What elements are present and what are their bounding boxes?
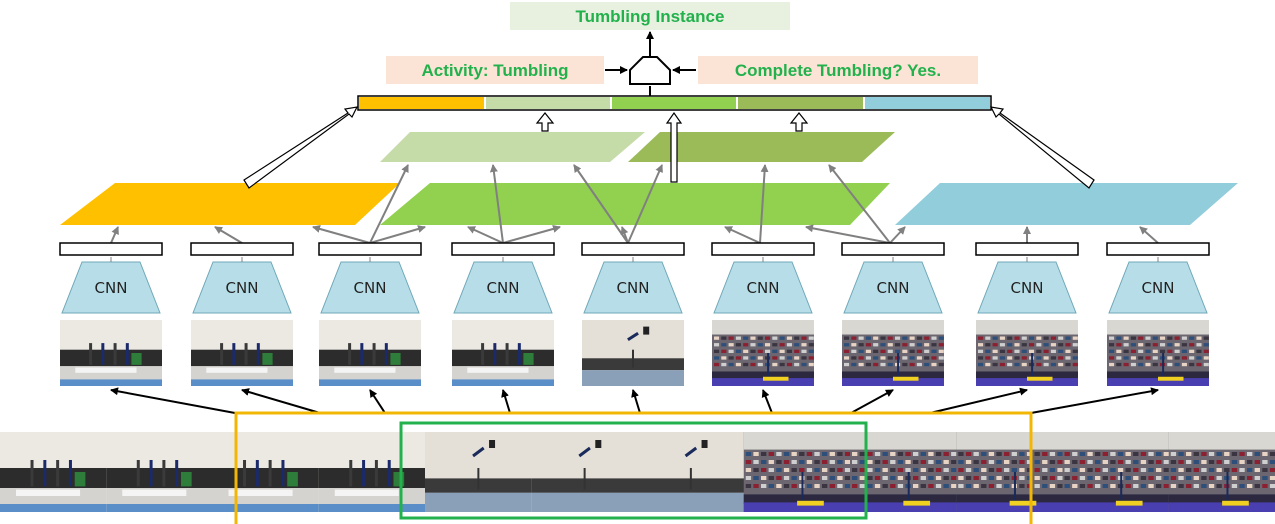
- feature-connections: [110, 164, 1159, 244]
- concat-segment-light-green: [486, 97, 610, 109]
- hollow-arrow-mid-green: [789, 112, 809, 132]
- cnn-label: CNN: [95, 279, 128, 297]
- plane-mid-green: [628, 132, 895, 162]
- cnn-label: CNN: [354, 279, 387, 297]
- cnn-block: CNN: [977, 257, 1077, 314]
- feature-boxes: [59, 242, 1210, 256]
- plane-orange: [60, 183, 400, 225]
- hollow-arrow-green: [665, 111, 683, 183]
- cnn-block: CNN: [61, 257, 161, 314]
- cnn-trapezoid: [977, 261, 1077, 314]
- feature-vector-box: [59, 242, 163, 256]
- gym-beam-scene: [319, 320, 421, 386]
- cnn-blocks: CNN CNN CNN CNN CNN CNN CNN CNN CNN: [61, 257, 1208, 314]
- feature-vector-box: [711, 242, 815, 256]
- concat-segment-green: [612, 97, 736, 109]
- arena-crowd-scene: [1062, 432, 1170, 512]
- feature-vector-box: [190, 242, 294, 256]
- gym-beam-scene: [452, 320, 554, 386]
- hollow-arrow-right: [989, 106, 1095, 189]
- arena-crowd-scene: [842, 320, 944, 386]
- sampling-arrow: [850, 389, 894, 414]
- arena-crowd-scene: [956, 432, 1063, 512]
- combiner-node: [629, 56, 671, 85]
- concat-segment-mid-green: [738, 97, 863, 109]
- arena-crowd-scene: [850, 432, 957, 512]
- gym-beam-scene: [0, 432, 107, 512]
- video-frame-strip: [0, 432, 1275, 512]
- feature-vector-box: [1106, 242, 1210, 256]
- activity-label-box: [386, 56, 604, 84]
- feature-vector-box: [451, 242, 555, 256]
- cnn-label: CNN: [1142, 279, 1175, 297]
- cnn-block: CNN: [843, 257, 943, 314]
- cnn-trapezoid: [192, 261, 292, 314]
- gym-flip-scene: [582, 320, 684, 386]
- instance-label: Tumbling Instance: [576, 7, 725, 26]
- feature-vector-box: [841, 242, 945, 256]
- orange-window: [234, 411, 1033, 524]
- cnn-trapezoid: [320, 261, 420, 314]
- cnn-block: CNN: [713, 257, 813, 314]
- cnn-label: CNN: [747, 279, 780, 297]
- cnn-label: CNN: [877, 279, 910, 297]
- arena-crowd-scene: [1107, 320, 1209, 386]
- cnn-trapezoid: [843, 261, 943, 314]
- sampling-arrow: [110, 387, 236, 414]
- cnn-block: CNN: [453, 257, 553, 314]
- gym-beam-scene: [60, 320, 162, 386]
- cnn-trapezoid: [61, 261, 161, 314]
- arena-crowd-scene: [712, 320, 814, 386]
- cnn-label: CNN: [617, 279, 650, 297]
- gym-beam-scene: [106, 432, 213, 512]
- concat-segment-blue: [865, 97, 990, 109]
- instance-label-box: [510, 2, 790, 30]
- hollow-arrow-light-green: [535, 112, 555, 132]
- gym-beam-scene: [318, 432, 426, 512]
- cnn-block: CNN: [1108, 257, 1208, 314]
- cnn-label: CNN: [487, 279, 520, 297]
- gym-flip-scene: [425, 432, 532, 512]
- sampling-arrow: [631, 389, 641, 414]
- sampling-arrow: [369, 389, 386, 414]
- cnn-block: CNN: [583, 257, 683, 314]
- plane-green: [380, 183, 890, 225]
- arena-crowd-scene: [1168, 432, 1275, 512]
- activity-label: Activity: Tumbling: [421, 61, 568, 80]
- cnn-block: CNN: [192, 257, 292, 314]
- frame-thumbnails: [60, 320, 1209, 386]
- gym-flip-scene: [531, 432, 638, 512]
- hollow-arrow-left: [243, 106, 359, 189]
- gym-flip-scene: [637, 432, 745, 512]
- sampling-arrows: [110, 387, 1159, 414]
- sampling-arrow: [1030, 387, 1159, 414]
- concat-feature-bar: [357, 95, 992, 111]
- feature-vector-box: [975, 242, 1079, 256]
- cnn-trapezoid: [583, 261, 683, 314]
- gym-beam-scene: [191, 320, 293, 386]
- cnn-trapezoid: [713, 261, 813, 314]
- cnn-label: CNN: [1011, 279, 1044, 297]
- concat-segment-orange: [359, 97, 484, 109]
- cnn-label: CNN: [226, 279, 259, 297]
- complete-label: Complete Tumbling? Yes.: [735, 61, 941, 80]
- sampling-arrow: [501, 389, 511, 414]
- cnn-trapezoid: [453, 261, 553, 314]
- plane-blue: [895, 183, 1238, 225]
- cnn-block: CNN: [320, 257, 420, 314]
- sampling-arrow: [929, 387, 1028, 414]
- cnn-trapezoid: [1108, 261, 1208, 314]
- gym-beam-scene: [212, 432, 320, 512]
- feature-vector-box: [318, 242, 422, 256]
- sampling-arrow: [241, 388, 321, 414]
- feature-vector-box: [581, 242, 685, 256]
- plane-light-green: [380, 132, 645, 162]
- arena-crowd-scene: [743, 432, 851, 512]
- sampling-arrow: [761, 389, 773, 414]
- green-window: [399, 421, 868, 520]
- arena-crowd-scene: [976, 320, 1078, 386]
- complete-label-box: [698, 56, 978, 84]
